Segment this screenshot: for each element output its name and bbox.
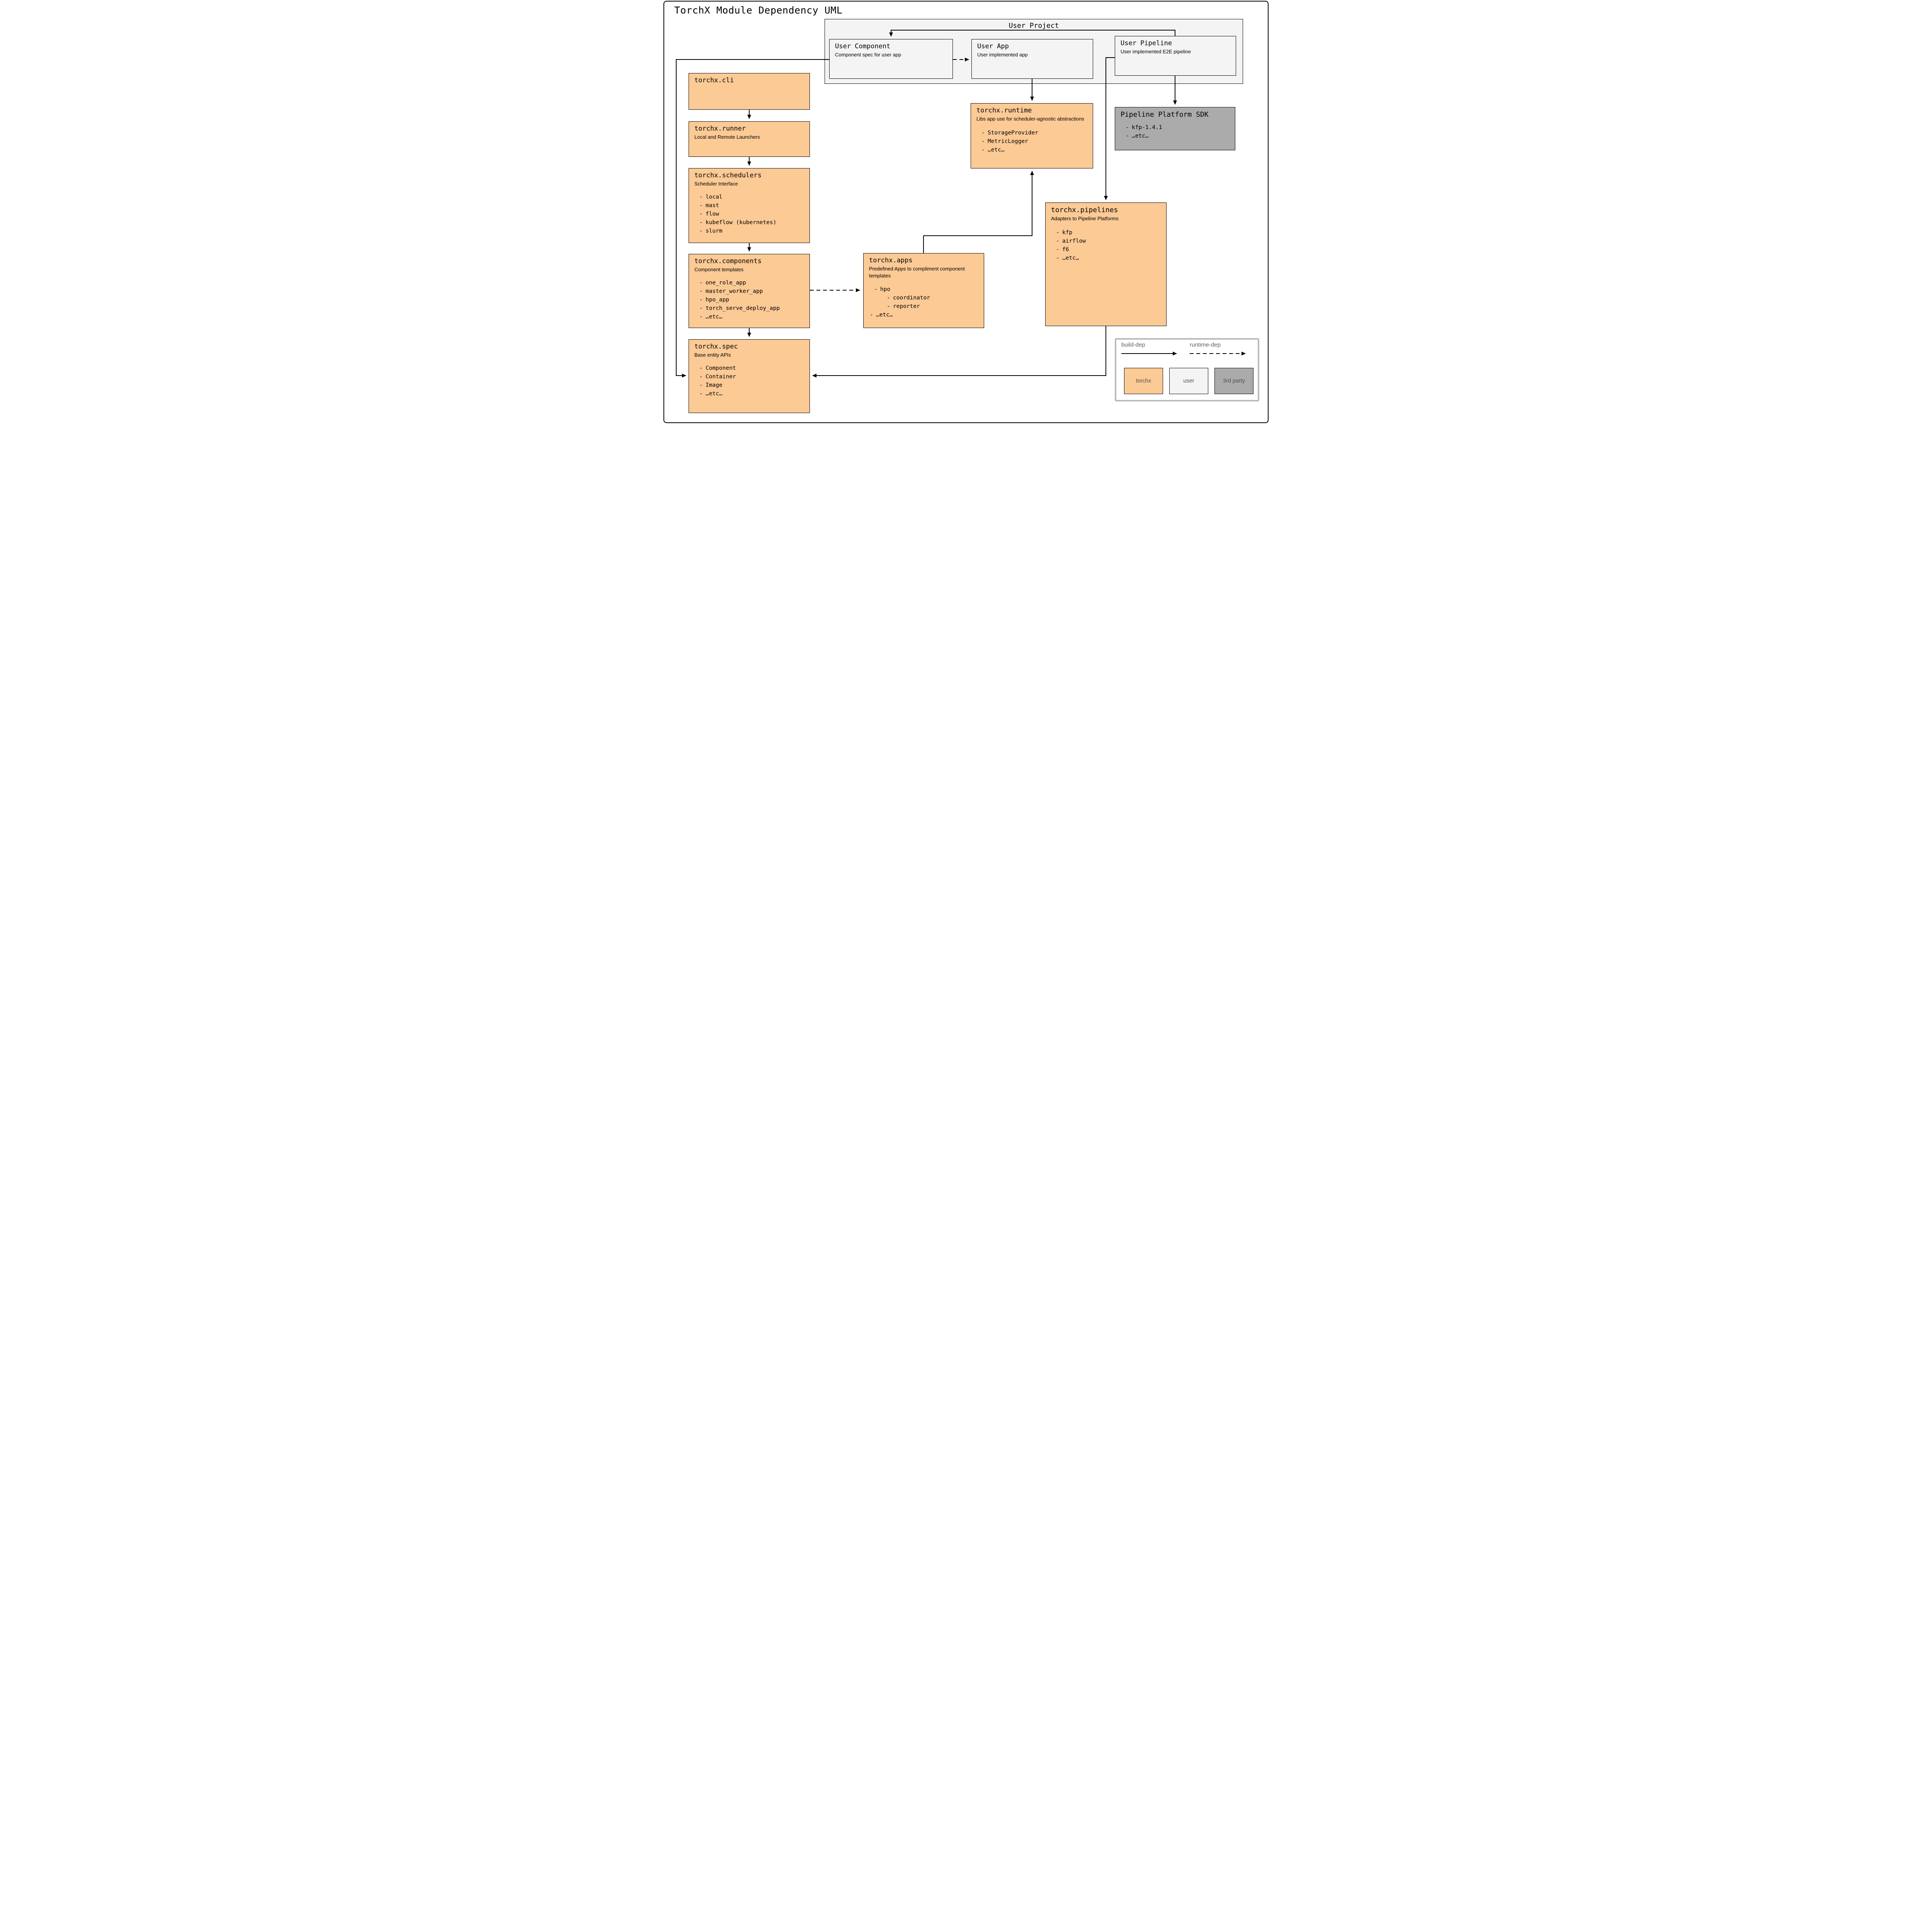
node-list: -kfp -airflow -f6 -…etc… <box>1051 228 1161 262</box>
connector-apps-to-runtime <box>923 171 1034 253</box>
node-list: -local -mast -flow -kubeflow (kubernetes) -s… <box>694 193 804 235</box>
list-item: -MetricLogger <box>981 138 1028 145</box>
node-subtitle: Base entity APIs <box>694 352 731 358</box>
list-item: -kubeflow (kubernetes) <box>699 219 777 226</box>
list-item: -mast <box>699 202 719 209</box>
node-title: User Component <box>835 43 891 50</box>
node-subtitle: Local and Remote Launchers <box>694 134 760 140</box>
node-subtitle: Adapters to Pipeline Platforms <box>1051 216 1119 221</box>
list-item: -master_worker_app <box>699 288 763 294</box>
list-item: -reporter <box>887 303 920 310</box>
group-user-project-label: User Project <box>1009 22 1059 30</box>
list-item: -Container <box>699 373 736 380</box>
node-subtitle: Scheduler Interface <box>694 181 738 187</box>
node-title: torchx.spec <box>694 343 738 350</box>
node-list: -one_role_app -master_worker_app -hpo_app -… <box>694 279 804 321</box>
connector-pipelines-to-spec <box>812 326 1106 378</box>
list-item: -kfp-1.4.1 <box>1126 124 1162 131</box>
list-item: -Image <box>699 382 723 388</box>
node-user-app: User App User implemented app <box>971 39 1093 79</box>
legend-swatch-3rd-party: 3rd party <box>1214 368 1253 394</box>
legend-runtime-dep-label: runtime-dep <box>1190 342 1221 348</box>
list-item: -torch_serve_deploy_app <box>699 305 780 311</box>
list-item: -slurm <box>699 228 723 234</box>
list-item: -local <box>699 194 723 200</box>
node-subtitle: Libs app use for scheduler-agnostic abst… <box>976 116 1084 122</box>
node-title: torchx.schedulers <box>694 172 762 179</box>
node-title: User App <box>977 43 1009 50</box>
node-title: torchx.runner <box>694 125 746 133</box>
diagram-canvas: TorchX Module Dependency UML User Projec… <box>663 1 1269 423</box>
list-item: -hpo <box>874 286 891 293</box>
node-user-pipeline: User Pipeline User implemented E2E pipel… <box>1115 36 1236 76</box>
list-item: -…etc… <box>699 313 723 320</box>
list-item: -…etc… <box>981 146 1005 153</box>
node-list: -StorageProvider -MetricLogger-…etc… <box>976 129 1087 154</box>
legend-build-dep-label: build-dep <box>1121 342 1145 348</box>
node-subtitle: User implemented app <box>977 52 1028 58</box>
legend-swatch-user: user <box>1169 368 1208 394</box>
node-subtitle: Component spec for user app <box>835 52 901 58</box>
node-list: -kfp-1.4.1 -…etc… <box>1121 123 1230 140</box>
node-title: torchx.apps <box>869 257 913 264</box>
node-torchx-runtime: torchx.runtime Libs app use for schedule… <box>971 103 1093 168</box>
list-item: -kfp <box>1056 229 1073 236</box>
node-user-component: User Component Component spec for user a… <box>829 39 953 79</box>
node-list: -hpo -coordinator -reporter -…etc… <box>869 285 978 319</box>
node-torchx-cli: torchx.cli <box>689 73 810 110</box>
node-torchx-runner: torchx.runner Local and Remote Launchers <box>689 121 810 157</box>
list-item: -flow <box>699 211 719 217</box>
node-subtitle: User implemented E2E pipeline <box>1121 49 1191 54</box>
node-list: -Component -Container -Image -…etc… <box>694 364 804 398</box>
list-item: -coordinator <box>887 295 930 301</box>
node-pipeline-platform-sdk: Pipeline Platform SDK -kfp-1.4.1 -…etc… <box>1115 107 1235 150</box>
node-torchx-schedulers: torchx.schedulers Scheduler Interface -l… <box>689 168 810 243</box>
list-item: -one_role_app <box>699 279 746 286</box>
list-item: -StorageProvider <box>981 129 1038 136</box>
list-item: -…etc… <box>1126 133 1149 139</box>
node-torchx-apps: torchx.apps Predefined Apps to complimen… <box>863 253 984 328</box>
list-item: -airflow <box>1056 238 1086 244</box>
list-item: -hpo_app <box>699 296 730 303</box>
node-subtitle: Predefined Apps to compliment component … <box>869 266 965 279</box>
node-torchx-pipelines: torchx.pipelines Adapters to Pipeline Pl… <box>1045 202 1167 326</box>
list-item: -Component <box>699 365 736 371</box>
list-item: -…etc… <box>870 312 893 318</box>
node-title: torchx.pipelines <box>1051 206 1118 214</box>
node-title: torchx.runtime <box>976 107 1032 114</box>
node-torchx-spec: torchx.spec Base entity APIs -Component-… <box>689 339 810 413</box>
list-item: -…etc… <box>1056 255 1079 261</box>
list-item: -…etc… <box>699 390 723 397</box>
node-title: Pipeline Platform SDK <box>1121 111 1209 119</box>
node-title: torchx.components <box>694 257 762 265</box>
node-torchx-components: torchx.components Component templates -o… <box>689 254 810 328</box>
page-title: TorchX Module Dependency UML <box>674 5 843 16</box>
list-item: -f6 <box>1056 246 1069 253</box>
node-title: User Pipeline <box>1121 39 1172 47</box>
legend-swatch-torchx: torchx <box>1124 368 1163 394</box>
node-title: torchx.cli <box>694 77 734 84</box>
node-subtitle: Component templates <box>694 267 744 272</box>
